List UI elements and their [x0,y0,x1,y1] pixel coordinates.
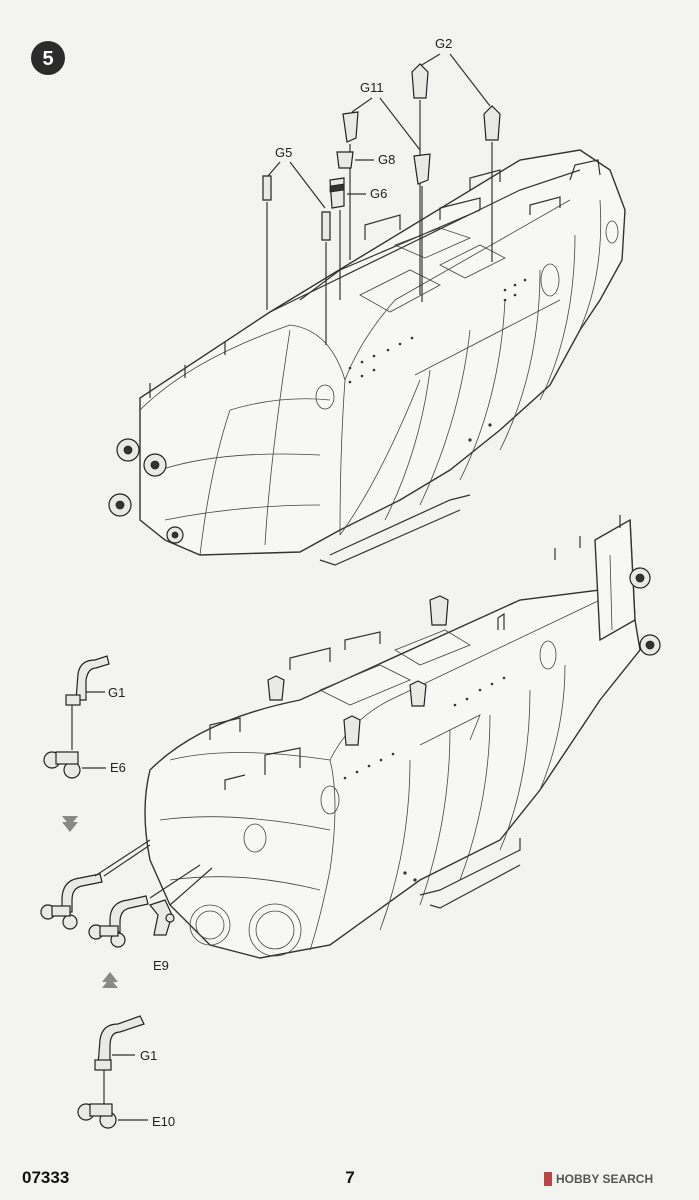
label-e9: E9 [153,958,169,973]
part-g2-right [483,105,501,141]
assembled-part-2 [88,895,149,948]
label-g6: G6 [370,186,387,201]
part-g1-lower [94,1015,145,1071]
viewport-small [189,904,231,946]
arrow-up-icon [102,972,118,988]
thruster-4 [166,526,184,544]
label-g11: G11 [360,80,384,95]
step-badge: 5 [31,41,65,75]
part-e9 [148,899,175,936]
part-e10 [77,1103,117,1129]
label-g5: G5 [275,145,292,160]
hobby-search-logo: HOBBY SEARCH [544,1172,653,1186]
thruster-2 [143,453,167,477]
part-g11-right [413,153,431,185]
arrow-down-icon [62,816,78,832]
thruster-3 [108,493,132,517]
part-e6 [43,751,81,779]
bottom-callouts: G1 E6 [40,655,213,1129]
label-g2: G2 [435,36,452,51]
label-e10: E10 [152,1114,175,1129]
top-callouts: G2 G11 G8 G6 [262,36,501,345]
assembled-part-1 [40,873,103,930]
label-e6: E6 [110,760,126,775]
part-g1-upper [65,655,110,706]
label-g1-upper: G1 [108,685,125,700]
part-g11-left [342,111,359,143]
part-g5-left [262,175,272,201]
watermark: HOBBY SEARCH [556,1172,653,1186]
label-g1-lower: G1 [140,1048,157,1063]
part-g2-left [411,63,429,99]
viewport-large [248,903,302,957]
label-g8: G8 [378,152,395,167]
part-g8 [336,151,354,169]
thruster-rear-2 [639,634,661,656]
page-number: 7 [345,1168,354,1187]
thruster-rear-1 [629,567,651,589]
submarine-hull-top [108,149,626,566]
part-g5-right [321,211,331,241]
thruster-1 [116,438,140,462]
product-code: 07333 [22,1168,69,1187]
part-g6 [329,177,345,209]
step-number: 5 [42,48,53,70]
submarine-hull-bottom [144,515,661,959]
